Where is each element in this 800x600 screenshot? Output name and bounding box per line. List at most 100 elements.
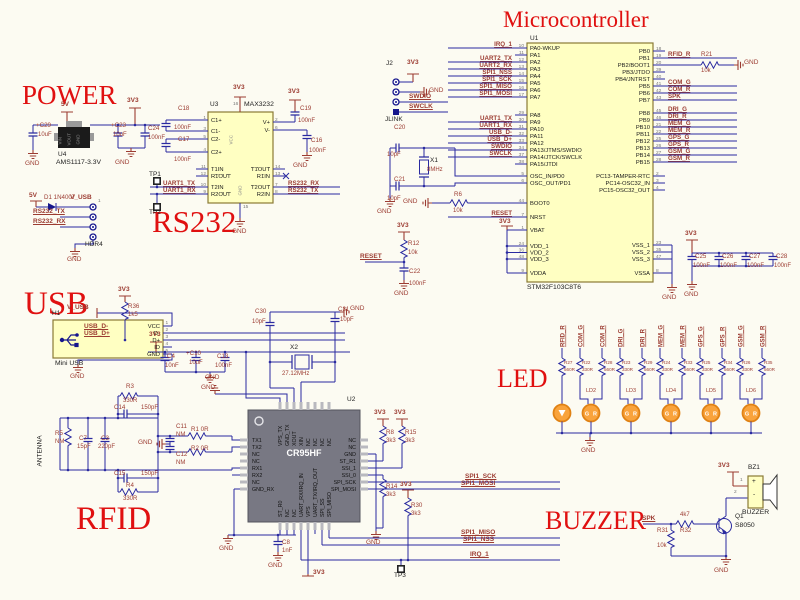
pin-label: 2 — [656, 171, 659, 177]
junction-dot — [116, 123, 120, 127]
pin-label: TX2 — [252, 445, 262, 451]
pin-label: PB6 — [639, 91, 650, 97]
pin-label: NC — [327, 438, 333, 446]
chip-pad — [278, 402, 282, 410]
pin-label: 46 — [656, 115, 662, 121]
pin-label: NC — [306, 438, 312, 446]
junction-dot — [744, 264, 748, 268]
chip-pad — [320, 402, 324, 410]
pin-label: VBAT — [530, 228, 545, 234]
pin-label: 23 — [656, 240, 662, 246]
chip-pad — [313, 522, 317, 530]
section-title-rs232: RS232 — [152, 204, 237, 239]
junction-dot — [717, 264, 721, 268]
pin-label: 48 — [519, 254, 525, 260]
pin-label: G — [625, 412, 629, 418]
pin-label: 10 — [201, 182, 207, 188]
crystal1-body — [419, 159, 429, 175]
pin-label: 330R — [662, 367, 674, 372]
pin-label: NC — [252, 459, 260, 465]
pin-label: 5 — [203, 134, 206, 140]
pin-label: PB13 — [636, 146, 650, 152]
pin-label: R1OUT — [211, 174, 231, 180]
pin-label: ID — [154, 345, 160, 351]
pin-label: T1OUT — [251, 167, 270, 173]
pin-label: MEM_G — [668, 120, 691, 127]
pin-label: 330R — [742, 367, 754, 372]
pin-label: SSI_0 — [342, 473, 356, 479]
chip-pad — [292, 522, 296, 530]
pin-label: PC15-OSC32_OUT — [599, 188, 650, 194]
pin-label: 31 — [519, 124, 525, 130]
pin-label: LD5 — [706, 388, 716, 394]
pin-label: R23 — [622, 360, 631, 365]
pin-label: 39 — [656, 67, 662, 73]
pin-label: PA0-WKUP — [530, 46, 560, 52]
junction-dot — [268, 360, 272, 364]
pin-label: R — [633, 412, 637, 418]
cr95hf-body — [247, 409, 361, 523]
pin1-marker — [254, 416, 264, 426]
pin-label: SPI_MISO — [327, 492, 333, 517]
pin-label: 35 — [656, 247, 662, 253]
pin-label: T2IN — [211, 185, 224, 191]
junction-dot — [669, 522, 673, 526]
pin-label: GND_TX — [285, 424, 291, 446]
junction-dot — [103, 468, 107, 472]
pin-label: UART2_RX — [479, 62, 513, 69]
pin-label: MEM_R — [681, 325, 687, 347]
pin-label: NC — [285, 509, 291, 517]
pin-label: VPS — [306, 506, 312, 517]
pin-label: GPS_R — [721, 326, 727, 347]
diode-icon — [48, 203, 56, 211]
pin-label: SPK — [668, 93, 681, 100]
pin-label: R — [753, 412, 757, 418]
section-title-usb: USB — [24, 286, 89, 322]
pin-label: G — [665, 412, 669, 418]
pin-label: PA3 — [530, 67, 541, 73]
pin-label: PB8 — [639, 111, 650, 117]
pin-label: PA12 — [530, 141, 544, 147]
junction-dot — [163, 350, 167, 354]
pin-label: R27 — [564, 360, 573, 365]
pin-label: R29 — [644, 360, 653, 365]
pin-label: GSM_R — [668, 155, 691, 162]
usb-section — [52, 295, 345, 374]
pin-label: 36 — [519, 248, 525, 254]
pin-label: COM_R — [601, 325, 607, 347]
pin-label: 560R — [764, 367, 776, 372]
pin-label: NC — [320, 438, 326, 446]
wire — [739, 393, 763, 404]
pin-label: DRI_G — [619, 328, 625, 347]
junction-dot — [156, 412, 160, 416]
buzzer-section — [643, 471, 778, 566]
pin-label: MEM_G — [659, 325, 665, 347]
pin-label: VDD_3 — [530, 257, 549, 263]
pin-label: R2IN — [257, 192, 270, 198]
pin-label: 20 — [656, 60, 662, 66]
pin-label: LD4 — [666, 388, 676, 394]
pin-label: 41 — [656, 81, 662, 87]
pin-label: RFID_R — [561, 325, 567, 347]
chip-pad — [360, 473, 368, 477]
pin-label: 42 — [656, 88, 662, 94]
pin-label: 560R — [644, 367, 656, 372]
pin-label: R34 — [724, 360, 733, 365]
pin-label: PA15/JTDI — [530, 162, 558, 168]
pin-label: C1+ — [211, 118, 222, 124]
wire — [619, 393, 643, 404]
junction-dot — [156, 476, 160, 480]
chip-pad — [327, 402, 331, 410]
pin-label: 27 — [656, 150, 662, 156]
pin-label: C2- — [211, 137, 220, 143]
junction-dot — [103, 416, 107, 420]
crystal1-section — [384, 143, 527, 208]
pin-label: C2+ — [211, 150, 222, 156]
pin-label: 22 — [656, 129, 662, 135]
pin-label: DRI_R — [668, 113, 687, 120]
pin-label: 10 — [519, 43, 525, 49]
pin-label: PA8 — [530, 113, 541, 119]
pin-label: RESET — [491, 210, 512, 217]
pin-label: PB3/JTDO — [622, 70, 650, 76]
pin-label: 38 — [519, 159, 525, 165]
